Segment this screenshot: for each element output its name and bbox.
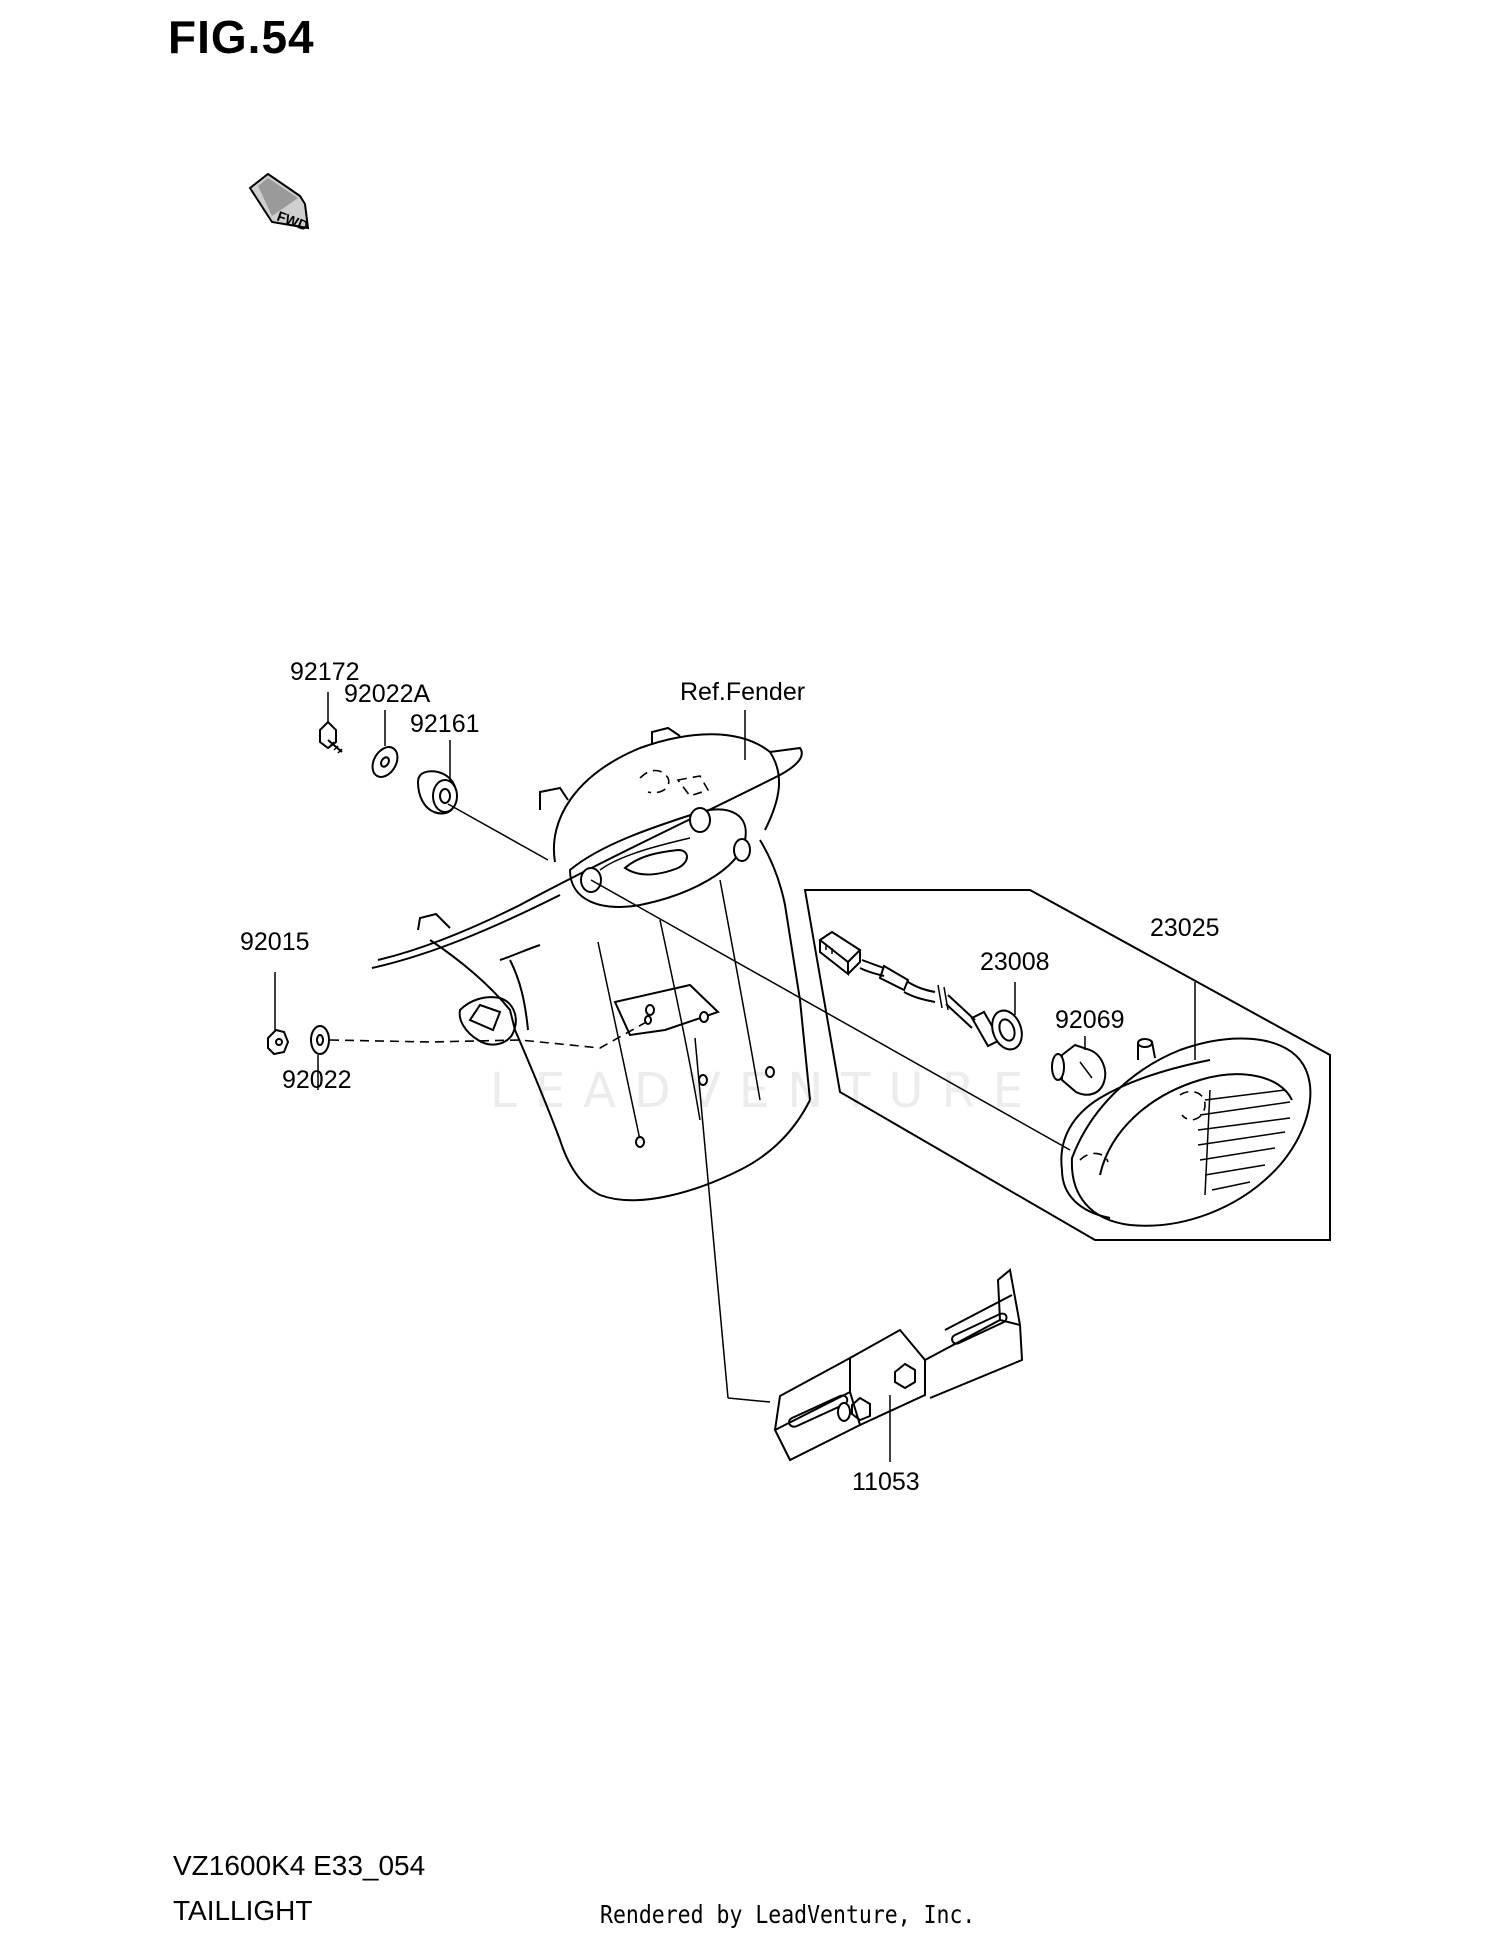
callout-92161: 92161 (410, 710, 480, 738)
bulb-92069-drawing (1051, 1043, 1107, 1096)
assembly-23025-boundary (803, 889, 1331, 1241)
grommet-92161-drawing (416, 770, 458, 815)
leader-lines (274, 692, 1196, 1462)
callout-92069: 92069 (1055, 1006, 1125, 1034)
bolt-92172-drawing (319, 720, 343, 754)
rear-fender-drawing (371, 726, 811, 1202)
figure-title: FIG.54 (168, 11, 315, 63)
washer-92022-drawing (310, 1025, 330, 1055)
washer-92022a-drawing (371, 746, 399, 778)
callout-11053: 11053 (852, 1468, 920, 1496)
nut-92015-drawing (267, 1028, 290, 1056)
forward-arrow-icon: FWD (248, 172, 310, 234)
callout-92172: 92172 (290, 658, 360, 686)
model-code: VZ1600K4 E33_054 (173, 1850, 426, 1881)
watermark: LEADVENTURE (490, 1063, 1041, 1119)
callout-ref-fender: Ref.Fender (680, 678, 805, 706)
socket-harness-23008-drawing (818, 930, 1023, 1051)
render-credit: Rendered by LeadVenture, Inc. (600, 1900, 976, 1929)
section-name: TAILLIGHT (173, 1895, 313, 1926)
callout-23008: 23008 (980, 948, 1050, 976)
callout-92015: 92015 (240, 928, 310, 956)
callout-23025: 23025 (1150, 914, 1220, 942)
bracket-11053-drawing (773, 1268, 1024, 1462)
taillight-23025-drawing (1060, 1037, 1312, 1227)
callout-92022: 92022 (282, 1066, 352, 1094)
callout-92022a: 92022A (344, 680, 431, 708)
